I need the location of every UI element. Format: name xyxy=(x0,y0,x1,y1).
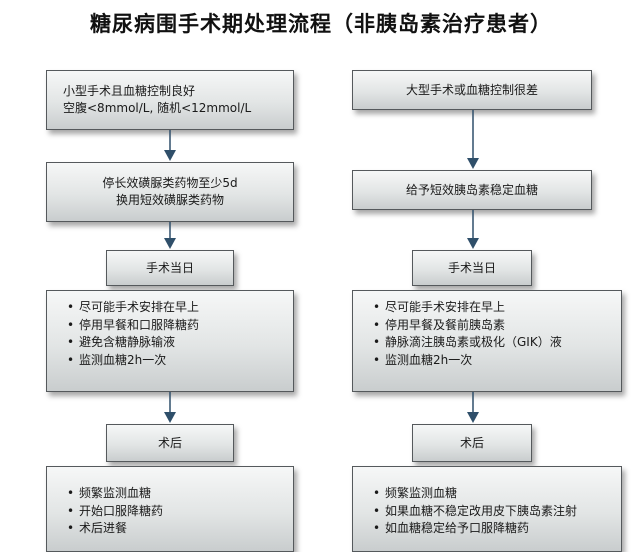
list-item: 如血糖稳定给予口服降糖药 xyxy=(373,520,611,538)
list-item: 避免含糖静脉输液 xyxy=(67,334,283,352)
left-medication-box: 停长效磺脲类药物至少5d 换用短效磺脲类药物 xyxy=(46,162,294,222)
left-surgery-day-steps: 尽可能手术安排在早上 停用早餐和口服降糖药 避免含糖静脉输液 监测血糖2h一次 xyxy=(46,290,294,392)
right-arrow-2 xyxy=(467,210,479,249)
left-condition-box: 小型手术且血糖控制良好 空腹<8mmol/L, 随机<12mmol/L xyxy=(46,70,294,130)
right-insulin-line1: 给予短效胰岛素稳定血糖 xyxy=(405,182,538,197)
left-medication-line1: 停长效磺脲类药物至少5d xyxy=(102,176,238,190)
left-condition-line1: 小型手术且血糖控制良好 xyxy=(63,84,196,98)
list-item: 频繁监测血糖 xyxy=(373,485,611,503)
left-arrow-1 xyxy=(164,130,176,161)
list-item: 停用早餐和口服降糖药 xyxy=(67,317,283,335)
right-condition-line1: 大型手术或血糖控制很差 xyxy=(405,82,538,97)
left-medication-line2: 换用短效磺脲类药物 xyxy=(115,193,224,207)
right-postop-steps: 频繁监测血糖 如果血糖不稳定改用皮下胰岛素注射 如血糖稳定给予口服降糖药 xyxy=(352,466,622,552)
left-arrow-2 xyxy=(164,222,176,249)
list-item: 监测血糖2h一次 xyxy=(67,352,283,370)
list-item: 如果血糖不稳定改用皮下胰岛素注射 xyxy=(373,503,611,521)
right-postop-label: 术后 xyxy=(459,435,484,450)
list-item: 尽可能手术安排在早上 xyxy=(373,299,611,317)
left-postop-box: 术后 xyxy=(106,424,234,462)
list-item: 频繁监测血糖 xyxy=(67,485,283,503)
list-item: 术后进餐 xyxy=(67,520,283,538)
right-surgery-day-steps: 尽可能手术安排在早上 停用早餐及餐前胰岛素 静脉滴注胰岛素或极化（GIK）液 监… xyxy=(352,290,622,392)
right-surgery-day-label: 手术当日 xyxy=(447,260,496,275)
list-item: 停用早餐及餐前胰岛素 xyxy=(373,317,611,335)
right-arrow-1 xyxy=(467,110,479,169)
right-surgery-day-box: 手术当日 xyxy=(412,250,532,286)
list-item: 监测血糖2h一次 xyxy=(373,352,611,370)
left-surgery-day-box: 手术当日 xyxy=(106,250,234,286)
left-surgery-day-label: 手术当日 xyxy=(145,260,194,275)
list-item: 尽可能手术安排在早上 xyxy=(67,299,283,317)
left-condition-line2: 空腹<8mmol/L, 随机<12mmol/L xyxy=(63,101,252,115)
list-item: 开始口服降糖药 xyxy=(67,503,283,521)
right-arrow-3 xyxy=(467,392,479,423)
right-postop-box: 术后 xyxy=(412,424,532,462)
left-postop-label: 术后 xyxy=(157,435,182,450)
right-insulin-box: 给予短效胰岛素稳定血糖 xyxy=(352,170,592,210)
left-postop-steps: 频繁监测血糖 开始口服降糖药 术后进餐 xyxy=(46,466,294,552)
list-item: 静脉滴注胰岛素或极化（GIK）液 xyxy=(373,334,611,352)
left-arrow-3 xyxy=(164,392,176,423)
page-title: 糖尿病围手术期处理流程（非胰岛素治疗患者） xyxy=(90,11,552,36)
right-condition-box: 大型手术或血糖控制很差 xyxy=(352,70,592,110)
